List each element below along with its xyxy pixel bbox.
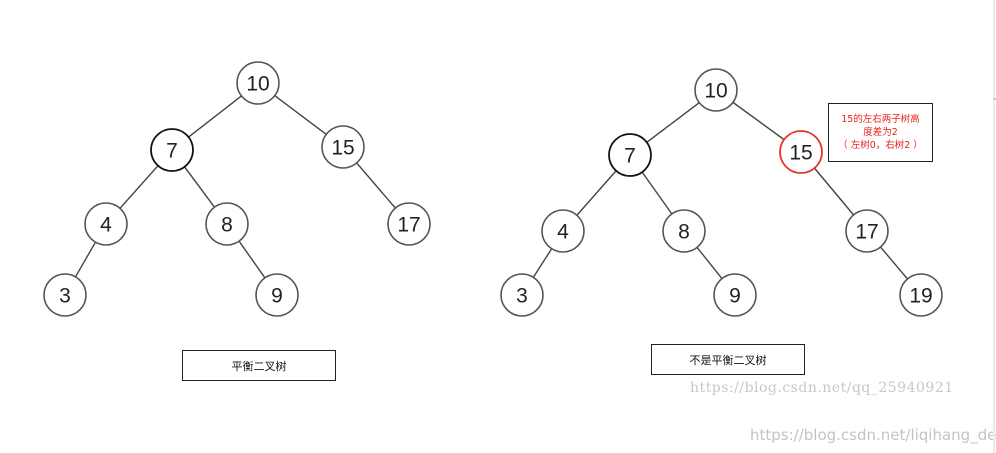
tree1-node-3-label: 3: [59, 285, 71, 308]
tree1-node-17: 17: [387, 202, 431, 246]
tree1-node-3: 3: [43, 273, 87, 317]
tree2-node-4-circle: [541, 209, 585, 253]
tree1-node-10: 10: [236, 61, 280, 105]
tree1-node-9: 9: [255, 273, 299, 317]
page-edge-divider: [993, 0, 995, 453]
tree2-node-7-circle: [608, 133, 652, 177]
note-line-1: 15的左右两子树高: [841, 114, 920, 125]
tree1-node-4-label: 4: [100, 214, 112, 237]
tree2-node-15-label: 15: [789, 142, 812, 165]
tree1-node-8-label: 8: [221, 214, 233, 237]
tree2-node-17: 17: [845, 209, 889, 253]
tree1-edge-4-3: [74, 241, 97, 278]
tree2-node-15: 15: [779, 130, 823, 174]
tree1-node-4: 4: [84, 202, 128, 246]
tree2-node-19-circle: [899, 273, 943, 317]
tree1-edge-10-15: [274, 95, 327, 135]
tree2-node-4-label: 4: [557, 221, 569, 244]
tree2-node-15-circle: [779, 130, 823, 174]
tree1-node-10-circle: [236, 61, 280, 105]
tree1-node-9-circle: [255, 273, 299, 317]
note-line-2: 度差为2: [863, 127, 898, 138]
tree2-node-3-circle: [500, 273, 544, 317]
tree1-edge-10-7: [188, 95, 242, 138]
tree1-node-3-circle: [43, 273, 87, 317]
tree1-edge-7-8: [183, 166, 216, 208]
tree1-node-4-circle: [84, 202, 128, 246]
tree2-node-8-circle: [662, 209, 706, 253]
tree1-node-15-circle: [321, 125, 365, 169]
tree1-node-17-label: 17: [397, 214, 420, 237]
tree2-node-7: 7: [608, 133, 652, 177]
tree2-edge-7-8: [641, 171, 673, 215]
tree1-node-17-circle: [387, 202, 431, 246]
tree1-edge-8-9: [238, 240, 266, 279]
tree1-node-8-circle: [205, 202, 249, 246]
nodes-layer: 10 7 15 4 8 17 3 9 10 7 15 4 8 17 3 9 19: [43, 61, 943, 317]
tree1-node-10-label: 10: [246, 73, 269, 96]
tree2-node-10-circle: [694, 68, 738, 112]
tree2-node-9-circle: [713, 273, 757, 317]
tree2-node-9: 9: [713, 273, 757, 317]
tree2-node-8-label: 8: [678, 221, 690, 244]
tree1-node-9-label: 9: [271, 285, 283, 308]
tree2-node-8: 8: [662, 209, 706, 253]
caption-balanced-tree: 平衡二叉树: [182, 350, 336, 381]
watermark-url-secondary: https://blog.csdn.net/liqihang_dev: [750, 426, 996, 444]
tree2-edge-15-17: [813, 167, 855, 216]
tree2-edge-17-19: [880, 246, 908, 280]
tree1-node-15-label: 15: [331, 137, 354, 160]
tree1-node-7: 7: [150, 128, 194, 172]
tree2-node-10-label: 10: [704, 80, 727, 103]
tree2-edge-7-4: [576, 170, 617, 216]
tree2-node-17-label: 17: [855, 221, 878, 244]
tree2-node-19-label: 19: [909, 285, 932, 308]
tree1-edge-7-4: [119, 165, 159, 209]
tree2-node-9-label: 9: [729, 285, 741, 308]
tree2-node-19: 19: [899, 273, 943, 317]
tree2-node-17-circle: [845, 209, 889, 253]
tree2-node-4: 4: [541, 209, 585, 253]
tree2-node-3-label: 3: [516, 285, 528, 308]
tree2-edge-4-3: [532, 248, 553, 278]
caption-unbalanced-tree: 不是平衡二叉树: [651, 344, 805, 375]
tree1-node-7-circle: [150, 128, 194, 172]
edges-layer: [74, 95, 908, 280]
tree1-node-15: 15: [321, 125, 365, 169]
tree2-node-7-label: 7: [624, 145, 636, 168]
tree2-node-10: 10: [694, 68, 738, 112]
tree2-edge-10-15: [732, 101, 785, 141]
tree2-edge-10-7: [646, 102, 700, 143]
note-line-3: （ 左树0，右树2 ）: [838, 140, 923, 151]
page-edge-mark: [993, 98, 996, 100]
tree2-node-3: 3: [500, 273, 544, 317]
tree1-node-8: 8: [205, 202, 249, 246]
height-difference-note: 15的左右两子树高 度差为2 （ 左树0，右树2 ）: [828, 103, 933, 162]
tree1-edge-15-17: [356, 162, 396, 209]
tree2-edge-8-9: [696, 246, 723, 280]
watermark-url-primary: https://blog.csdn.net/qq_25940921: [690, 380, 954, 396]
tree1-node-7-label: 7: [166, 140, 178, 163]
